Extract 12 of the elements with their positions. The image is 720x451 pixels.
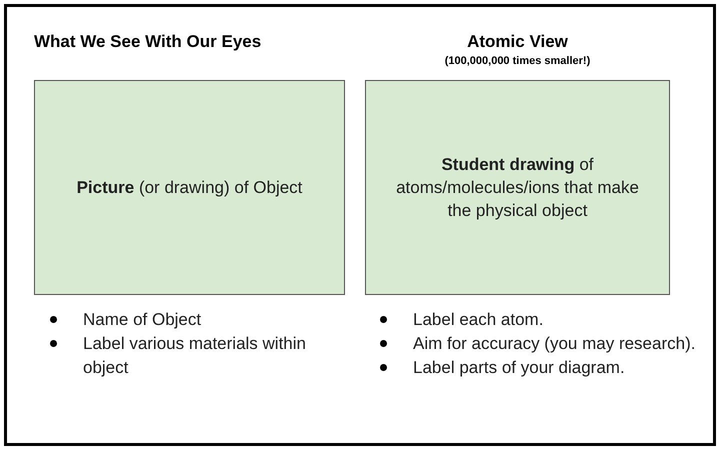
bullet-text: Label each atom.: [413, 309, 544, 331]
bullet-text: Name of Object: [83, 309, 202, 331]
picture-box: [34, 80, 345, 295]
box-text: Student drawing of atoms/molecules/ions that make the physical object: [395, 154, 640, 222]
bullet-text: Label various materials within object: [83, 333, 307, 379]
column-subheading: (100,000,000 times smaller!): [444, 54, 590, 68]
bullet-text: Label parts of your diagram.: [413, 357, 625, 379]
column-heading: Atomic View: [467, 31, 568, 53]
box-text: Picture (or drawing) of Object: [76, 177, 302, 199]
column-heading: What We See With Our Eyes: [34, 31, 262, 53]
picture-box: [365, 80, 670, 295]
bullet-text: Aim for accuracy (you may research).: [413, 333, 696, 355]
